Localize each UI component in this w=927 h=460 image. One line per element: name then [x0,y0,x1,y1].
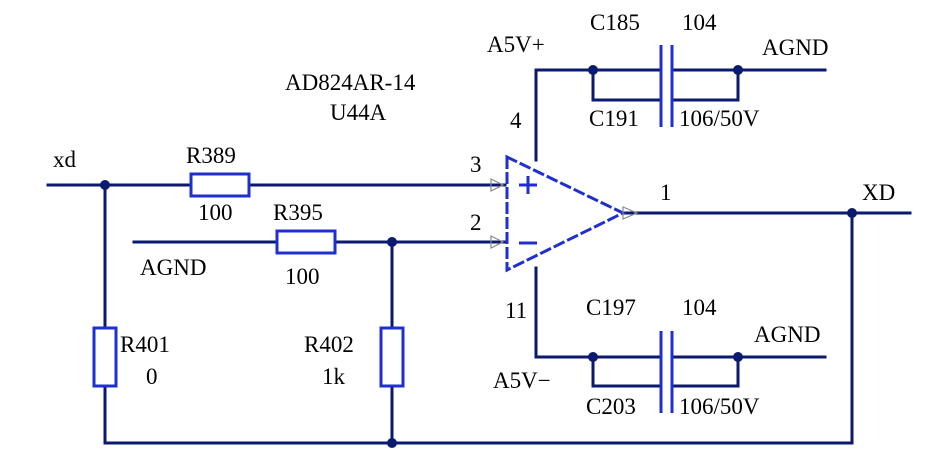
net-label-vneg: A5V− [493,368,551,393]
junction-c197-left [588,352,598,362]
pin-number-vpos: 4 [510,108,522,133]
c191-ref: C191 [589,106,639,131]
junction-c185-right [733,65,743,75]
r389-value: 100 [198,200,233,225]
capacitor-c191 [659,76,674,127]
c197-ref: C197 [586,295,636,320]
junction-c197-right [733,352,743,362]
r395-value: 100 [285,264,320,289]
net-label-agnd-input: AGND [140,255,206,280]
c203-ref: C203 [586,394,636,419]
junctions [100,65,857,448]
resistor-r402 [379,326,405,388]
junction-output [847,208,857,218]
net-label-xd: xd [53,147,77,172]
c203-value: 106/50V [679,394,760,419]
capacitor-c203 [659,362,674,413]
c191-value: 106/50V [679,106,760,131]
net-label-vpos: A5V+ [487,32,545,57]
r389-ref: R389 [186,143,236,168]
opamp-triangle [505,154,627,273]
net-label-output: XD [862,180,895,205]
r401-ref: R401 [120,332,170,357]
net-label-agnd-bottom: AGND [754,322,820,347]
r402-ref: R402 [304,332,354,357]
junction-minus [387,237,397,247]
pin-number-plus: 3 [470,152,482,177]
r402-value: 1k [322,364,346,389]
wire-vpos [534,68,595,162]
junction-xd [100,180,110,190]
c185-ref: C185 [590,10,640,35]
resistor-r401 [92,326,118,388]
opamp-part-label: AD824AR-14 [285,70,416,95]
pin-arrow-minus [490,235,505,249]
net-label-agnd-top: AGND [762,35,828,60]
pin-number-vneg: 11 [505,298,527,323]
pin-arrow-out [622,206,639,220]
c185-value: 104 [682,10,717,35]
wires [46,68,912,445]
junction-c185-left [588,65,598,75]
r401-value: 0 [146,364,158,389]
junction-bottom-rail [387,438,397,448]
pin-number-out: 1 [660,180,672,205]
c197-value: 104 [682,295,717,320]
r395-ref: R395 [273,200,323,225]
capacitor-c197 [659,331,674,381]
pin-arrow-plus [490,178,505,192]
capacitor-c185 [659,45,674,95]
opamp-u44a [490,154,639,273]
resistor-r389 [189,172,251,198]
resistor-r395 [275,229,337,255]
pin-number-minus: 2 [470,210,482,235]
opamp-ref-label: U44A [330,100,387,125]
wire-vneg [534,266,595,359]
